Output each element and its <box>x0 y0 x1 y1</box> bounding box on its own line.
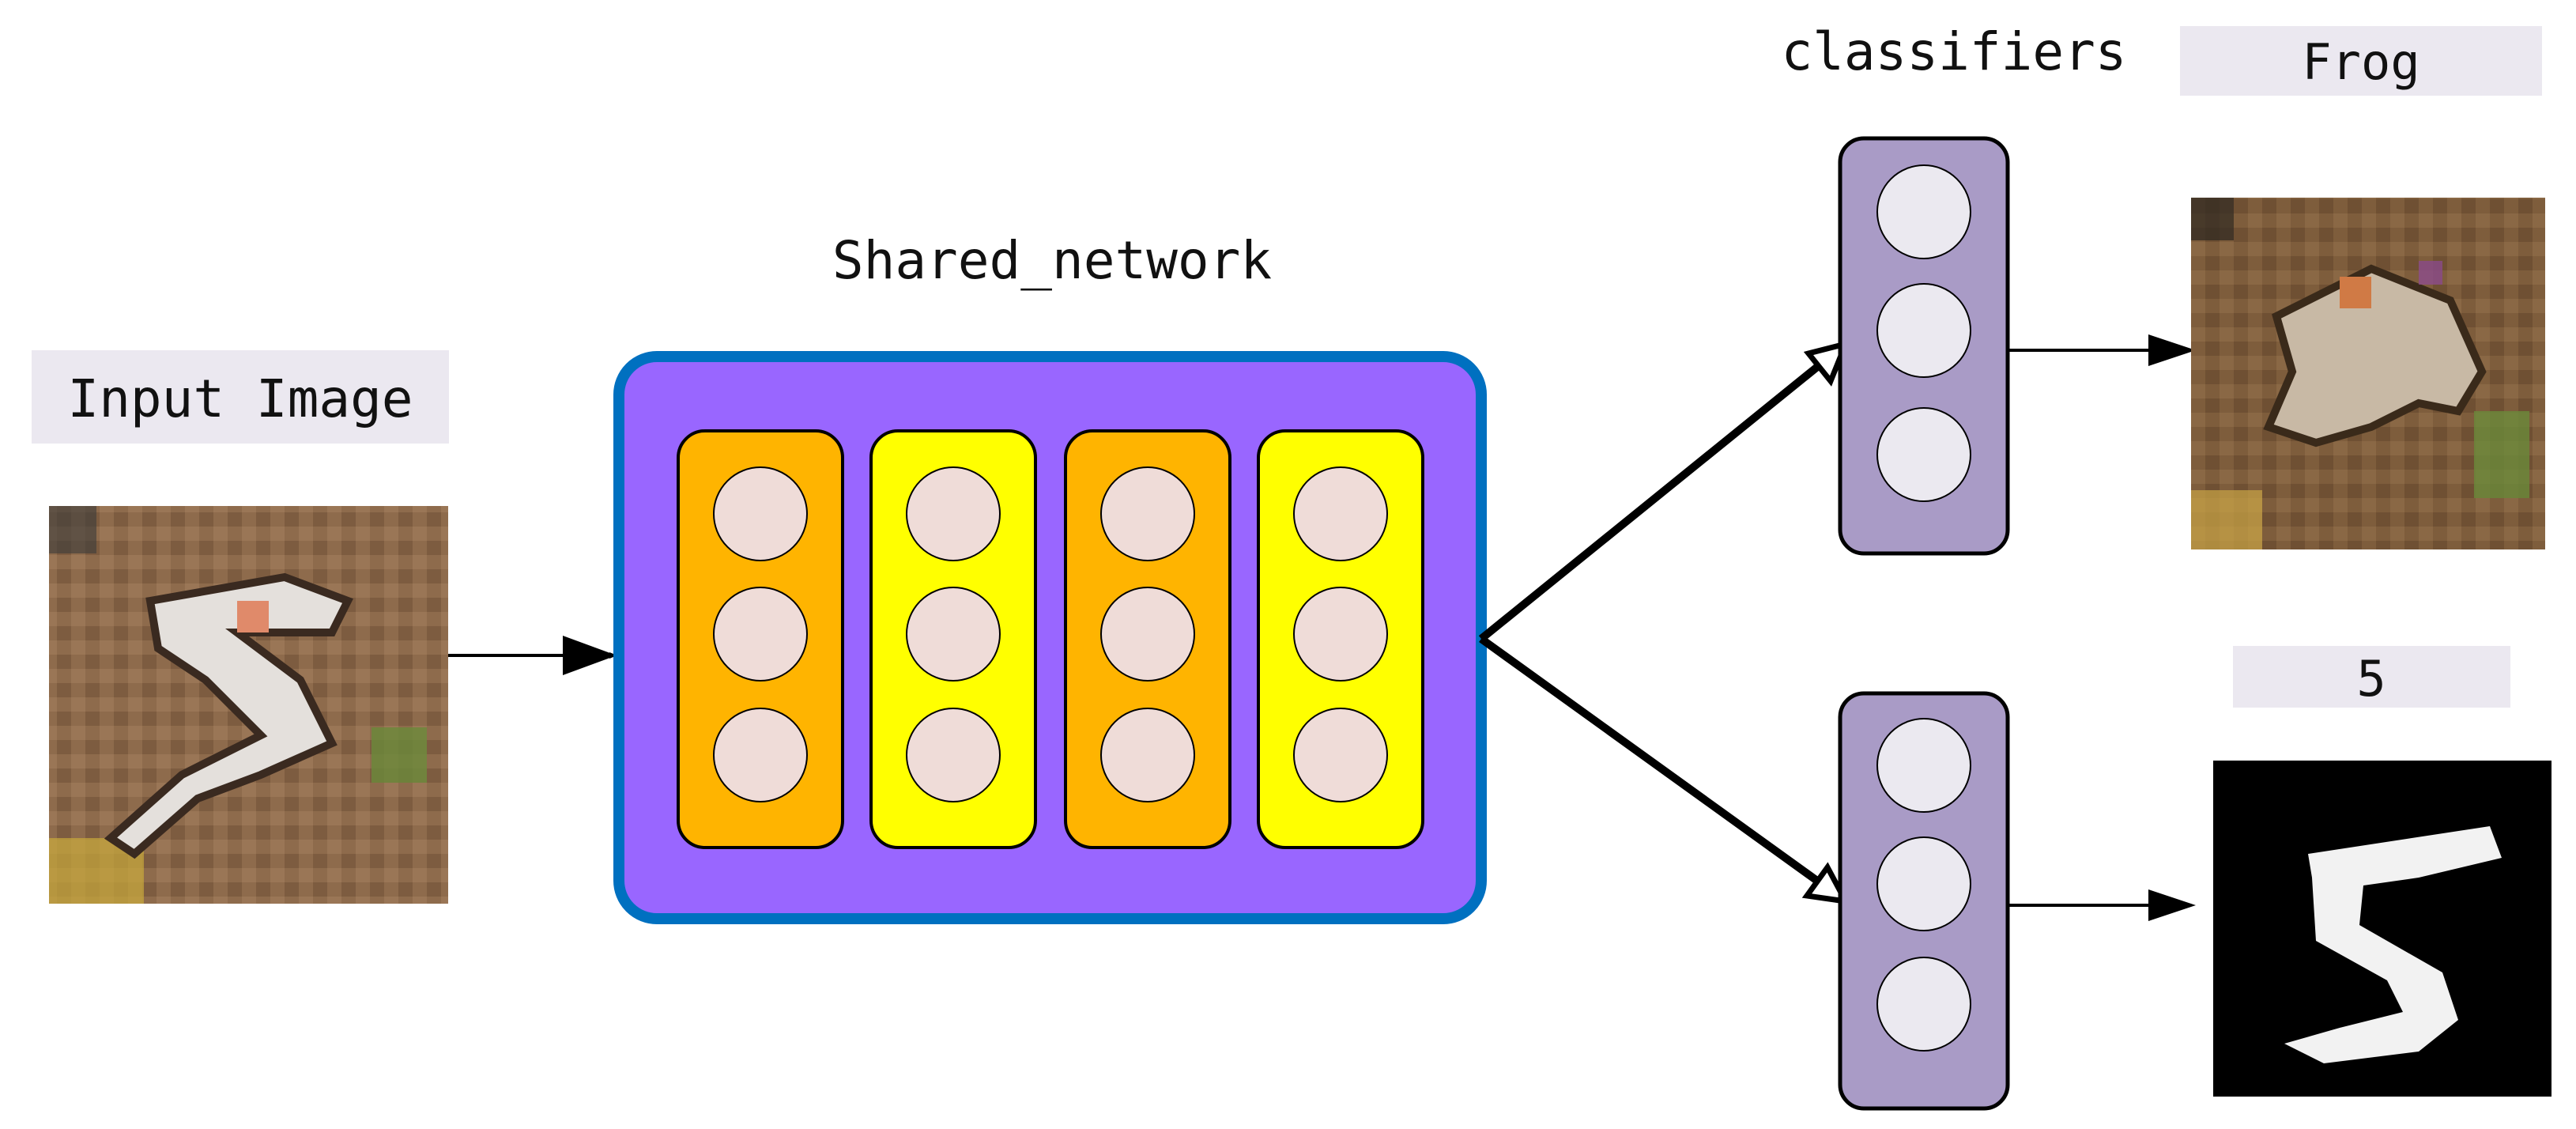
classifier-head-1-node-2 <box>1876 283 1971 378</box>
shared-layer-1-node-2 <box>713 587 808 682</box>
shared-layer-3-node-1 <box>1100 466 1195 561</box>
shared-layer-3-node-3 <box>1100 708 1195 802</box>
classifier-head-2-node-1 <box>1876 718 1971 813</box>
shared-network-title: Shared_network <box>832 230 1272 291</box>
shared-layer-4-node-1 <box>1293 466 1388 561</box>
input-label-text: Input Image <box>67 368 413 429</box>
input-label: Input Image <box>32 350 449 444</box>
output-image-frog <box>2191 198 2545 549</box>
classifier-head-2-node-2 <box>1876 836 1971 931</box>
shared-layer-2-node-1 <box>906 466 1001 561</box>
output-label-frog-text: Frog <box>2302 33 2419 91</box>
output-label-frog: Frog <box>2180 26 2542 96</box>
input-image <box>49 506 448 904</box>
classifier-heads <box>1838 136 2010 1111</box>
shared-layer-2-node-2 <box>906 587 1001 682</box>
shared-layer-4-node-3 <box>1293 708 1388 802</box>
output-label-digit-text: 5 <box>2356 650 2386 708</box>
arrow-head-output-1 <box>2148 334 2196 366</box>
output-label-digit: 5 <box>2233 646 2510 708</box>
shared-layer-2-node-3 <box>906 708 1001 802</box>
shared-layer-1-node-1 <box>713 466 808 561</box>
arrow-head-input <box>563 636 617 675</box>
classifier-head-1-node-1 <box>1876 164 1971 259</box>
arrow-network-to-classifier-2 <box>1479 635 1848 905</box>
classifiers-title: classifiers <box>1781 21 2126 82</box>
shared-layer-3-node-2 <box>1100 587 1195 682</box>
output-image-digit <box>2213 761 2551 1097</box>
arrow-head-classifier-2 <box>1801 862 1851 905</box>
shared-network-layers <box>677 429 1424 849</box>
classifier-head-1-node-3 <box>1876 407 1971 502</box>
arrow-network-to-classifier-1 <box>1478 341 1849 642</box>
classifier-head-2-node-3 <box>1876 957 1971 1052</box>
arrow-head-output-2 <box>2148 889 2196 921</box>
shared-layer-4-node-2 <box>1293 587 1388 682</box>
shared-layer-1-node-3 <box>713 708 808 802</box>
